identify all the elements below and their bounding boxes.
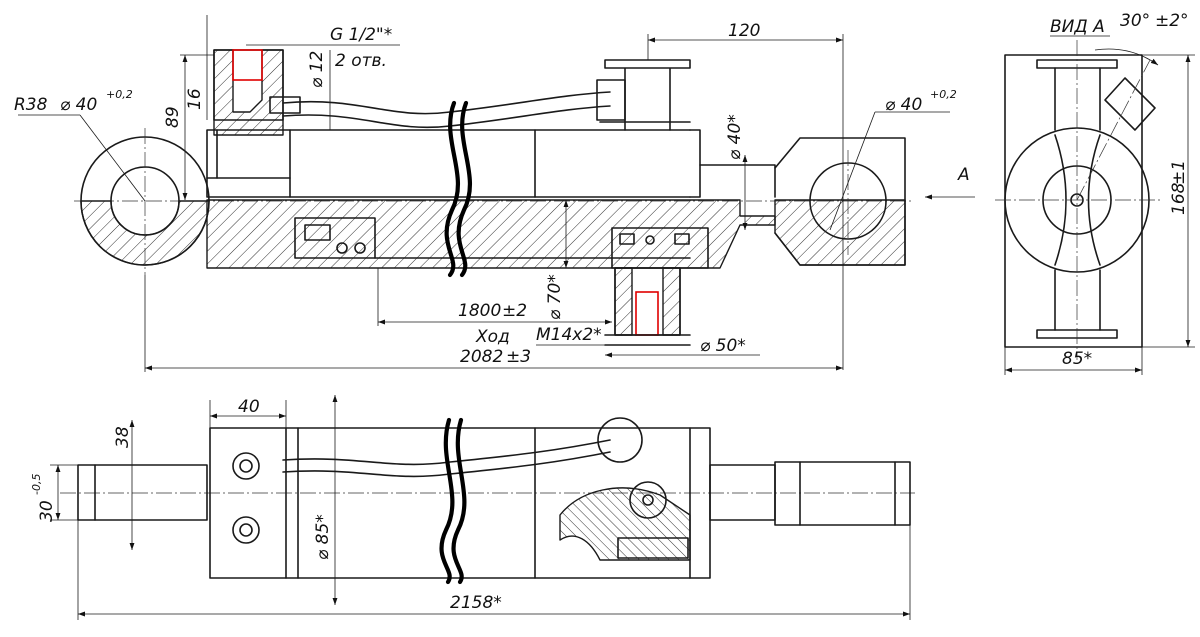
break-line-1 bbox=[444, 100, 461, 278]
dim-port-thread: G 1/2"* bbox=[330, 25, 392, 45]
dim-view-height-tol: ±1 bbox=[1169, 160, 1189, 185]
dim-rod-eye-bore-tol: +0,2 bbox=[930, 88, 957, 101]
port-thread-mark bbox=[232, 49, 263, 81]
dim-fitting-dia: ⌀ 50* bbox=[700, 336, 746, 356]
dim-port-count: 2 отв. bbox=[335, 51, 387, 71]
view-label: ВИД А bbox=[1050, 17, 1105, 37]
dim-plan-30-tol: -0,5 bbox=[30, 474, 43, 495]
end-view-port bbox=[1104, 77, 1156, 131]
main-section-view: A bbox=[74, 49, 975, 346]
top-dimensions: 120 G 1/2"* 2 отв. ⌀ 12 89 16 R38 ⌀ 40 +… bbox=[14, 15, 957, 372]
view-arrow-label: A bbox=[957, 165, 970, 185]
dim-rod-dia: ⌀ 40* bbox=[725, 114, 745, 160]
break-line-2 bbox=[456, 100, 473, 278]
dim-tube-dia: ⌀ 85* bbox=[313, 514, 333, 560]
plan-view: 40 38 30 -0,5 ⌀ 85* 2158* bbox=[30, 395, 915, 620]
plan-gland-section bbox=[559, 487, 691, 561]
dim-plan-38: 38 bbox=[113, 426, 133, 448]
plan-pipe bbox=[282, 439, 611, 466]
dim-radius: R38 bbox=[14, 95, 48, 115]
dim-plan-30: 30 bbox=[37, 500, 57, 522]
dim-eye-bore: ⌀ 40 bbox=[60, 95, 97, 115]
dim-angle: 30° bbox=[1120, 11, 1150, 31]
dim-stroke-word: Ход bbox=[475, 327, 510, 347]
dim-eye-bore-tol: +0,2 bbox=[106, 88, 133, 101]
bottom-block bbox=[206, 129, 291, 198]
left-clevis bbox=[77, 464, 208, 521]
dim-view-height: 168 bbox=[1169, 182, 1189, 215]
fitting-thread-mark bbox=[635, 291, 659, 336]
dim-bore-dia: ⌀ 70* bbox=[545, 274, 565, 320]
gland-seals bbox=[611, 227, 709, 269]
dim-angle-tol: ±2° bbox=[1155, 11, 1189, 31]
dim-rod-eye-bore: ⌀ 40 bbox=[885, 95, 922, 115]
dim-120: 120 bbox=[728, 21, 760, 41]
plan-bottom-block bbox=[209, 427, 287, 579]
dim-fitting-thread: M14x2* bbox=[536, 325, 602, 345]
dim-stroke: 1800 bbox=[458, 301, 501, 321]
port-block-section bbox=[213, 49, 284, 136]
end-view-frame bbox=[1004, 54, 1143, 348]
dim-total-length: 2158* bbox=[450, 593, 502, 613]
plan-rod-eye bbox=[774, 461, 911, 526]
dim-plan-40: 40 bbox=[238, 397, 260, 417]
dim-stroke-tol: ±2 bbox=[502, 301, 527, 321]
dim-closed-length: 2082 bbox=[460, 347, 503, 367]
dim-89: 89 bbox=[163, 106, 183, 128]
dim-16: 16 bbox=[185, 88, 205, 110]
dim-view-width: 85* bbox=[1062, 349, 1092, 369]
end-view-a: ВИД А 30° ±2° 168 ±1 85* bbox=[995, 11, 1195, 375]
dim-closed-tol: ±3 bbox=[506, 347, 531, 367]
dim-port-dia: ⌀ 12 bbox=[307, 51, 327, 88]
